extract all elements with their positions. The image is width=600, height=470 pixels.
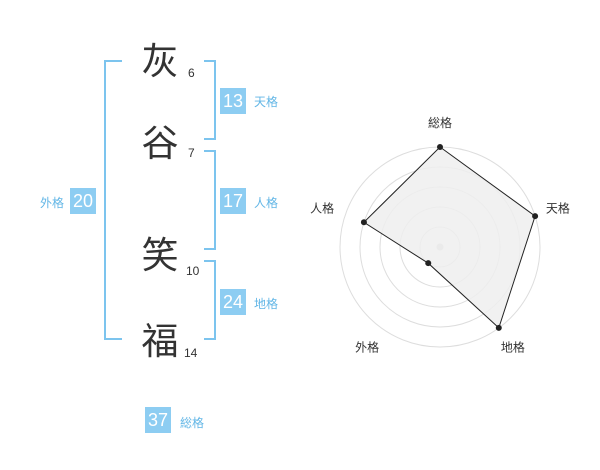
jinkaku-bracket [204, 150, 216, 250]
name-char-2: 谷 [141, 122, 179, 165]
chikaku-bracket [204, 260, 216, 340]
stroke-count-2: 7 [188, 146, 195, 160]
name-char-3: 笑 [141, 234, 179, 277]
radar-area [363, 146, 536, 329]
gaikaku-bracket [104, 60, 122, 340]
stroke-count-4: 14 [184, 346, 198, 360]
jinkaku-label: 人格 [254, 196, 279, 210]
radar-points [360, 144, 539, 331]
soukaku-label: 総格 [180, 416, 205, 430]
radar-axis-label: 人格 [310, 201, 334, 216]
name-char-4: 福 [141, 320, 179, 363]
stroke-count-1: 6 [188, 66, 195, 80]
soukaku-score: 37 [145, 407, 172, 433]
radar-point [425, 260, 432, 267]
radar-axis-label: 外格 [355, 339, 379, 354]
gaikaku-label: 外格 [40, 196, 65, 210]
radar-axis-label: 総格 [428, 115, 452, 130]
chikaku-label: 地格 [254, 297, 279, 311]
tenkaku-label: 天格 [254, 95, 279, 109]
chikaku-score: 24 [220, 289, 247, 315]
radar-axis-label: 地格 [501, 339, 525, 354]
radar-point [360, 219, 367, 226]
name-char-1: 灰 [141, 40, 179, 83]
tenkaku-score: 13 [220, 88, 247, 114]
radar-point [495, 324, 502, 331]
stroke-count-3: 10 [186, 264, 200, 278]
radar-point [437, 144, 443, 150]
tenkaku-bracket [204, 60, 216, 140]
gaikaku-score: 20 [70, 188, 97, 214]
radar-axis-label: 天格 [546, 201, 570, 216]
radar-point [532, 213, 539, 220]
jinkaku-score: 17 [220, 188, 247, 214]
